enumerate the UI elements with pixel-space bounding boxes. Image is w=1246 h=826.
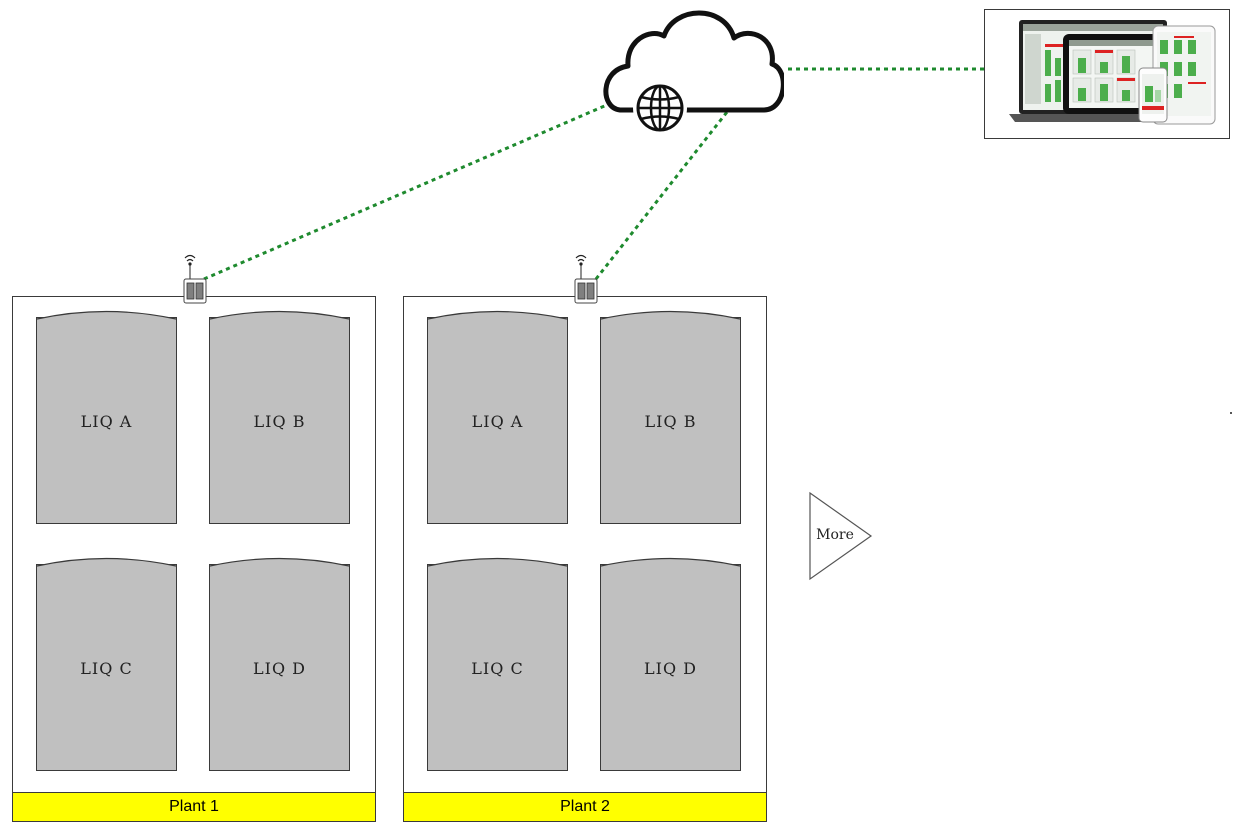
more-label: More — [816, 527, 854, 543]
tank-label: LIQ A — [471, 412, 524, 431]
tank-liq-d: LIQ D — [209, 557, 350, 771]
tank-liq-c: LIQ C — [36, 557, 177, 771]
tank-liq-a: LIQ A — [36, 310, 177, 524]
gateway-icon — [180, 252, 208, 304]
plant-label: Plant 1 — [12, 792, 376, 822]
tank-label: LIQ C — [80, 659, 133, 678]
tank-label: LIQ D — [644, 659, 697, 678]
tank-label: LIQ C — [471, 659, 524, 678]
tank-liq-b: LIQ B — [209, 310, 350, 524]
cloud-icon — [600, 4, 786, 135]
plant-label: Plant 2 — [403, 792, 767, 822]
plant-2-panel: LIQ A LIQ B LIQ C LIQ D Plant 2 — [403, 296, 767, 822]
gateway-icon — [571, 252, 599, 304]
plant-1-panel: LIQ A LIQ B LIQ C LIQ D Plant 1 — [12, 296, 376, 822]
stray-dot — [1230, 412, 1232, 414]
globe-icon — [633, 81, 687, 135]
link-plant1-cloud — [203, 99, 617, 281]
tank-liq-d: LIQ D — [600, 557, 741, 771]
devices-dashboard-icon — [984, 9, 1230, 139]
tank-label: LIQ A — [80, 412, 133, 431]
tank-label: LIQ B — [644, 412, 697, 431]
tank-label: LIQ D — [253, 659, 306, 678]
tank-liq-b: LIQ B — [600, 310, 741, 524]
tank-liq-c: LIQ C — [427, 557, 568, 771]
triangle-arrow-icon — [809, 491, 873, 581]
tank-liq-a: LIQ A — [427, 310, 568, 524]
wifi-icon — [575, 254, 587, 266]
link-plant2-cloud — [594, 111, 729, 280]
wifi-icon — [184, 254, 196, 266]
tank-label: LIQ B — [253, 412, 306, 431]
